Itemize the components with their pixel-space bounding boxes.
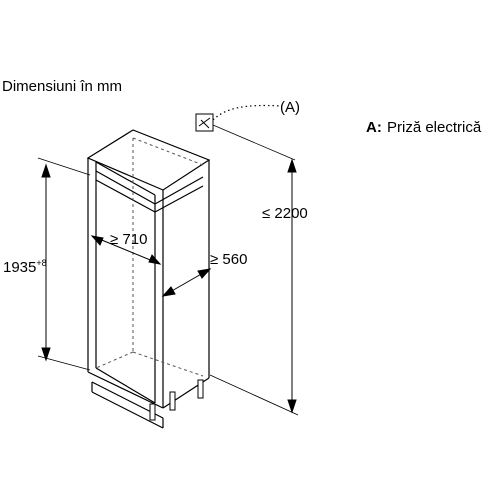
niche-height-label: 1935+8 — [3, 258, 47, 276]
niche-height-value: 1935 — [3, 259, 36, 276]
socket-marker-label: (A) — [280, 99, 300, 116]
niche-width-label: ≥ 560 — [210, 251, 247, 268]
height-extension-lines — [37, 124, 299, 416]
cabinet-outline — [86, 129, 211, 429]
socket-leader-line — [212, 104, 281, 121]
cabinet-feet — [149, 379, 204, 421]
niche-height-tolerance: +8 — [36, 258, 46, 268]
diagram-title: Dimensiuni în mm — [2, 78, 122, 95]
height-max-label: ≤ 2200 — [262, 205, 308, 222]
niche-width-dimension-line — [161, 268, 212, 297]
legend-key: A: — [366, 119, 382, 136]
niche-depth-dimension-line — [90, 235, 162, 265]
legend-text: Priză electrică — [387, 119, 482, 136]
niche-depth-label: ≥ 710 — [110, 231, 147, 248]
height-max-dimension-line — [287, 158, 297, 414]
niche-height-dimension-line — [41, 163, 51, 362]
socket-icon — [195, 113, 214, 132]
cabinet-hidden-lines — [95, 137, 204, 377]
